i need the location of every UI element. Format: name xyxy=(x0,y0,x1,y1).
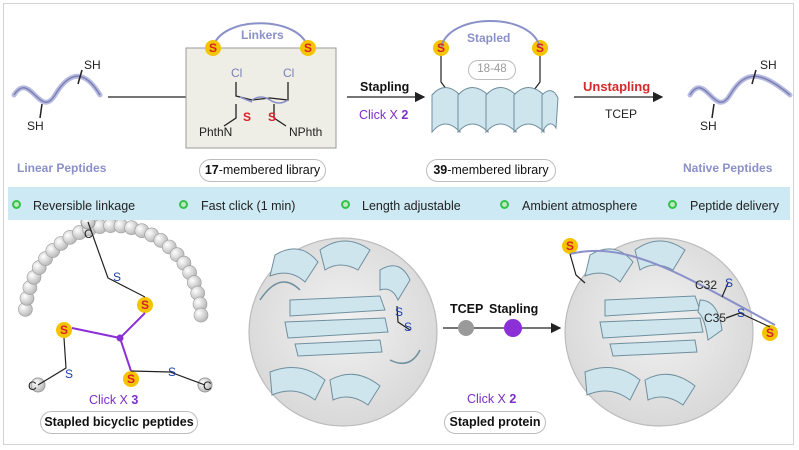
tcep-bottom-label: TCEP xyxy=(450,302,484,316)
feature-peptide-delivery: Peptide delivery xyxy=(690,199,779,213)
linear-peptide-chain xyxy=(11,69,103,119)
sulfur-s-label: S xyxy=(404,320,413,334)
sh-label: SH xyxy=(760,58,777,72)
linear-peptides-label: Linear Peptides xyxy=(17,161,107,175)
native-peptides-label: Native Peptides xyxy=(683,161,773,175)
click-x3-text: Click X xyxy=(89,393,132,407)
cysteine-c-label: C xyxy=(203,379,212,393)
sulfur-label: S xyxy=(243,110,252,124)
sulfur-atom-linker-left xyxy=(205,40,221,56)
stapled-label: Stapled xyxy=(467,31,511,45)
stapled-helix xyxy=(431,20,559,134)
click-x2-bottom-label: Click X 2 xyxy=(467,392,516,406)
linker-range-badge: 18-48 xyxy=(468,60,516,80)
sulfur-label: S xyxy=(268,110,277,124)
click-x2-number: 2 xyxy=(401,108,409,122)
phthn-label: PhthN xyxy=(199,125,233,139)
library-39-text: -membered library xyxy=(447,163,549,177)
stapled-bicyclic-badge: Stapled bicyclic peptides xyxy=(40,411,198,434)
stapled-protein-label: Stapled protein xyxy=(449,415,541,429)
feature-bullet-icon xyxy=(341,200,350,209)
sulfur-atom-bicyclic-bottom xyxy=(123,371,139,387)
library-17-badge: 17-membered library xyxy=(199,159,326,182)
click-x2-text: Click X xyxy=(359,108,402,122)
bicyclic-peptide-beads xyxy=(18,214,213,393)
feature-reversible-linkage: Reversible linkage xyxy=(33,199,136,213)
protein-stapling-arrow xyxy=(443,319,562,337)
feature-fast-click: Fast click (1 min) xyxy=(201,199,296,213)
stapled-bicyclic-label: Stapled bicyclic peptides xyxy=(44,415,194,429)
sulfur-letter: S xyxy=(127,372,136,386)
library-39-badge: 39-membered library xyxy=(426,159,556,182)
stapled-protein-badge: Stapled protein xyxy=(444,411,546,434)
chlorine-label: Cl xyxy=(283,66,295,80)
sulfur-atom-protein-right xyxy=(762,325,778,341)
sh-label: SH xyxy=(27,119,44,133)
figure-border xyxy=(3,3,794,445)
sulfur-s-label: S xyxy=(737,306,746,320)
chlorine-label: Cl xyxy=(231,66,243,80)
protein-structure-left xyxy=(248,237,438,427)
cysteine-c-label: C xyxy=(84,227,93,241)
linkers-label: Linkers xyxy=(241,28,284,42)
sulfur-letter: S xyxy=(209,41,218,55)
sulfur-atoms xyxy=(56,40,778,387)
click-x2-label: Click X 2 xyxy=(359,108,408,122)
sulfur-s-label: S xyxy=(168,365,177,379)
feature-bullet-icon xyxy=(668,200,677,209)
stapling-step-dot xyxy=(504,319,522,337)
stapling-label: Stapling xyxy=(360,80,410,94)
sulfur-letter: S xyxy=(141,298,150,312)
feature-ambient-atmosphere: Ambient atmosphere xyxy=(522,199,638,213)
click-x2-bottom-text: Click X xyxy=(467,392,510,406)
feature-bullet-icon xyxy=(12,200,21,209)
sh-label: SH xyxy=(84,58,101,72)
sulfur-s-label: S xyxy=(65,367,74,381)
feature-length-adjustable: Length adjustable xyxy=(362,199,461,213)
features-banner xyxy=(8,187,790,220)
sulfur-letter: S xyxy=(566,239,575,253)
unstapling-label: Unstapling xyxy=(583,79,651,94)
peptide-bead xyxy=(193,307,209,323)
feature-bullet-icon xyxy=(179,200,188,209)
cysteine-c-label: C xyxy=(28,379,37,393)
nphth-label: NPhth xyxy=(289,125,323,139)
c35-label: C35 xyxy=(704,311,727,325)
sh-label: SH xyxy=(700,119,717,133)
native-peptide-chain xyxy=(687,69,793,119)
sulfur-atom-linker-right xyxy=(300,40,316,56)
protein-structure-right xyxy=(564,237,776,427)
stapling-bottom-label: Stapling xyxy=(489,302,539,316)
sulfur-atom-bicyclic-left xyxy=(56,322,72,338)
sulfur-letter: S xyxy=(60,323,69,337)
sulfur-atom-bicyclic-top xyxy=(137,297,153,313)
linker-range-text: 18-48 xyxy=(477,63,507,75)
bicyclic-linkage xyxy=(37,221,206,386)
click-x2-bottom-number: 2 xyxy=(509,392,517,406)
click-x3-label: Click X 3 xyxy=(89,393,138,407)
library-17-number: 17 xyxy=(204,163,219,177)
library-39-number: 39 xyxy=(433,163,448,177)
click-x3-number: 3 xyxy=(131,393,139,407)
sulfur-letter: S xyxy=(536,41,545,55)
c32-label: C32 xyxy=(695,278,718,292)
tcep-step-dot xyxy=(458,320,474,336)
tcep-label: TCEP xyxy=(605,107,638,121)
sulfur-s-label: S xyxy=(395,305,404,319)
sulfur-s-label: S xyxy=(725,276,734,290)
library-17-text: -membered library xyxy=(218,163,321,177)
sulfur-s-label: S xyxy=(113,270,122,284)
sulfur-letter: S xyxy=(437,41,446,55)
feature-bullet-icon xyxy=(500,200,509,209)
sulfur-atom-protein-top xyxy=(562,238,578,254)
sulfur-letter: S xyxy=(766,326,775,340)
linkers-box xyxy=(185,22,337,149)
sulfur-letter: S xyxy=(304,41,313,55)
